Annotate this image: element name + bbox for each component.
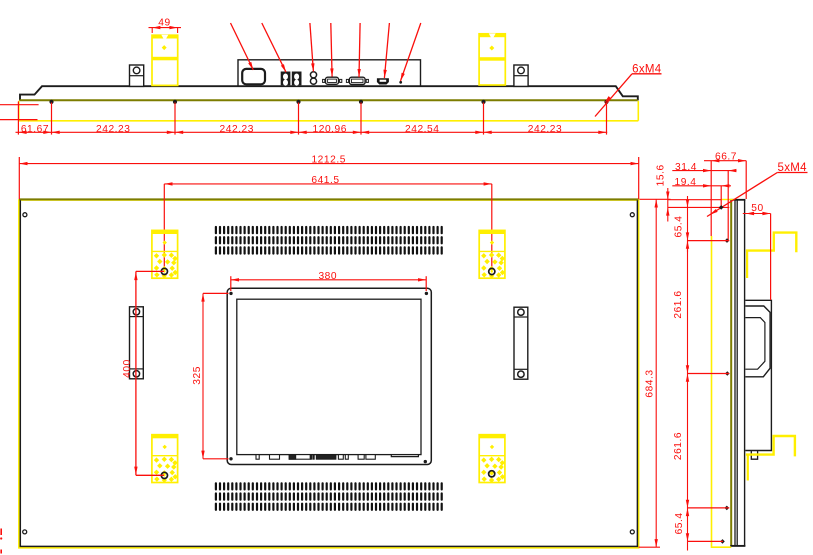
svg-text:242.54: 242.54	[405, 124, 439, 135]
svg-text:242.23: 242.23	[220, 124, 254, 135]
svg-text:31.4: 31.4	[675, 162, 697, 173]
svg-text:6xM4: 6xM4	[632, 63, 662, 75]
svg-text:400: 400	[122, 359, 133, 378]
svg-text:242.23: 242.23	[528, 124, 562, 135]
svg-text:49: 49	[158, 18, 170, 29]
svg-text:50: 50	[751, 203, 763, 214]
svg-text:1212.5: 1212.5	[311, 155, 345, 166]
svg-text:65.4: 65.4	[674, 512, 685, 534]
svg-text:261.6: 261.6	[673, 432, 684, 460]
svg-text:15.6: 15.6	[656, 164, 667, 186]
svg-text:65.4: 65.4	[673, 215, 684, 237]
svg-text:325: 325	[192, 366, 203, 385]
svg-text:66.7: 66.7	[715, 152, 737, 163]
svg-text:261.6: 261.6	[673, 290, 684, 318]
svg-text:242.23: 242.23	[96, 124, 130, 135]
svg-text:684.3: 684.3	[645, 369, 656, 397]
svg-text:641.5: 641.5	[311, 175, 339, 186]
svg-text:61.67: 61.67	[21, 124, 49, 135]
svg-text:380: 380	[318, 271, 337, 282]
svg-text:19.4: 19.4	[674, 177, 696, 188]
svg-text:120.96: 120.96	[313, 124, 347, 135]
svg-text:5xM4: 5xM4	[778, 162, 808, 174]
